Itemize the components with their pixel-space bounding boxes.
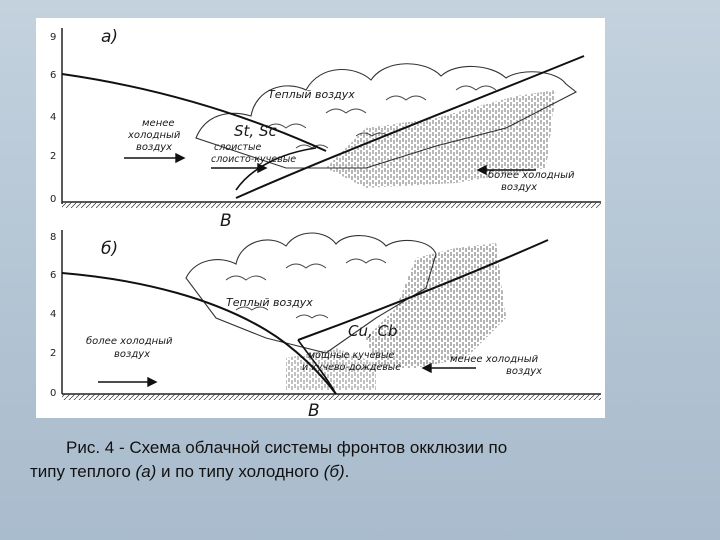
panel-a-tick-labels: 9 6 4 2 0 xyxy=(50,32,56,205)
panel-a-tick: 6 xyxy=(50,70,56,81)
panel-a-cloud-type-label: слоисто-кучевые xyxy=(211,154,296,165)
panel-b-tick-labels: 8 6 4 2 0 xyxy=(50,232,56,399)
panel-a-less-cold-label: воздух xyxy=(136,142,172,153)
occlusion-front-diagram: 9 6 4 2 0 xyxy=(36,18,605,418)
panel-b-tick: 2 xyxy=(50,348,56,359)
panel-a-ground-hatch xyxy=(62,202,601,208)
caption-text: . xyxy=(345,462,350,481)
figure-caption: Рис. 4 - Схема облачной системы фронтов … xyxy=(30,436,670,484)
panel-b-colder-label: более холодный xyxy=(86,335,173,347)
diagram-svg: 9 6 4 2 0 xyxy=(36,18,605,418)
panel-a-tick: 4 xyxy=(50,112,56,123)
panel-a-tick: 9 xyxy=(50,32,56,43)
panel-b-less-cold-label: воздух xyxy=(506,366,542,377)
panel-b-less-cold-label: менее холодный xyxy=(450,354,539,365)
panel-b-label: б) xyxy=(101,239,118,259)
caption-label-a: (а) xyxy=(136,462,157,481)
panel-b-warm-air-label: Теплый воздух xyxy=(226,296,313,309)
panel-a-cloud-type-label: слоистые xyxy=(214,142,262,153)
panel-b-cloud-type-label: мощные кучевые xyxy=(308,350,394,361)
caption-label-b: (б) xyxy=(324,462,345,481)
panel-b-cloud-type-label: и кучево-дождевые xyxy=(302,362,401,373)
panel-b-colder-label: воздух xyxy=(114,349,150,360)
panel-a-label: а) xyxy=(101,27,118,47)
caption-line-2: типу теплого (а) и по типу холодного (б)… xyxy=(30,460,670,484)
panel-b-tick: 6 xyxy=(50,270,56,281)
panel-a-cloud-code: St, Sc xyxy=(234,122,277,140)
panel-a-tick: 0 xyxy=(50,194,56,205)
panel-a: 9 6 4 2 0 xyxy=(50,27,601,231)
panel-a-warm-air-label: Теплый воздух xyxy=(268,88,355,101)
panel-a-tick: 2 xyxy=(50,151,56,162)
caption-line-1: Рис. 4 - Схема облачной системы фронтов … xyxy=(30,436,670,460)
panel-a-colder-label: воздух xyxy=(501,182,537,193)
panel-b-tick: 8 xyxy=(50,232,56,243)
panel-a-less-cold-label: холодный xyxy=(127,130,181,141)
panel-b-point-label: В xyxy=(308,401,320,418)
panel-b-tick: 4 xyxy=(50,309,56,320)
panel-b-cloud-code: Cu, Cb xyxy=(348,322,398,340)
panel-a-less-cold-label: менее xyxy=(142,118,175,129)
caption-text: типу теплого xyxy=(30,462,136,481)
caption-text: и по типу холодного xyxy=(156,462,323,481)
panel-a-point-label: В xyxy=(220,211,232,231)
panel-a-colder-label: более холодный xyxy=(488,169,575,181)
panel-b-tick: 0 xyxy=(50,388,56,399)
panel-b: 8 6 4 2 0 xyxy=(50,230,601,418)
panel-b-ground-hatch xyxy=(62,394,601,400)
